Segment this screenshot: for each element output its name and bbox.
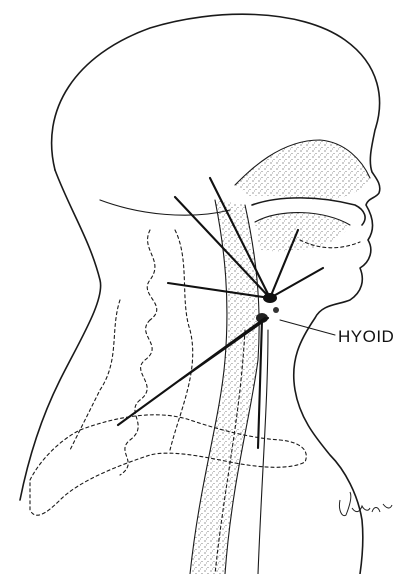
- artist-signature: [339, 492, 392, 516]
- hyoid-leader-line: [280, 320, 335, 335]
- nasal-cavity: [235, 140, 370, 200]
- neck-back-outline: [20, 170, 101, 500]
- hyoid-label: HYOID: [338, 327, 394, 346]
- cervical-spine: [70, 230, 193, 475]
- jaw-line: [100, 200, 230, 215]
